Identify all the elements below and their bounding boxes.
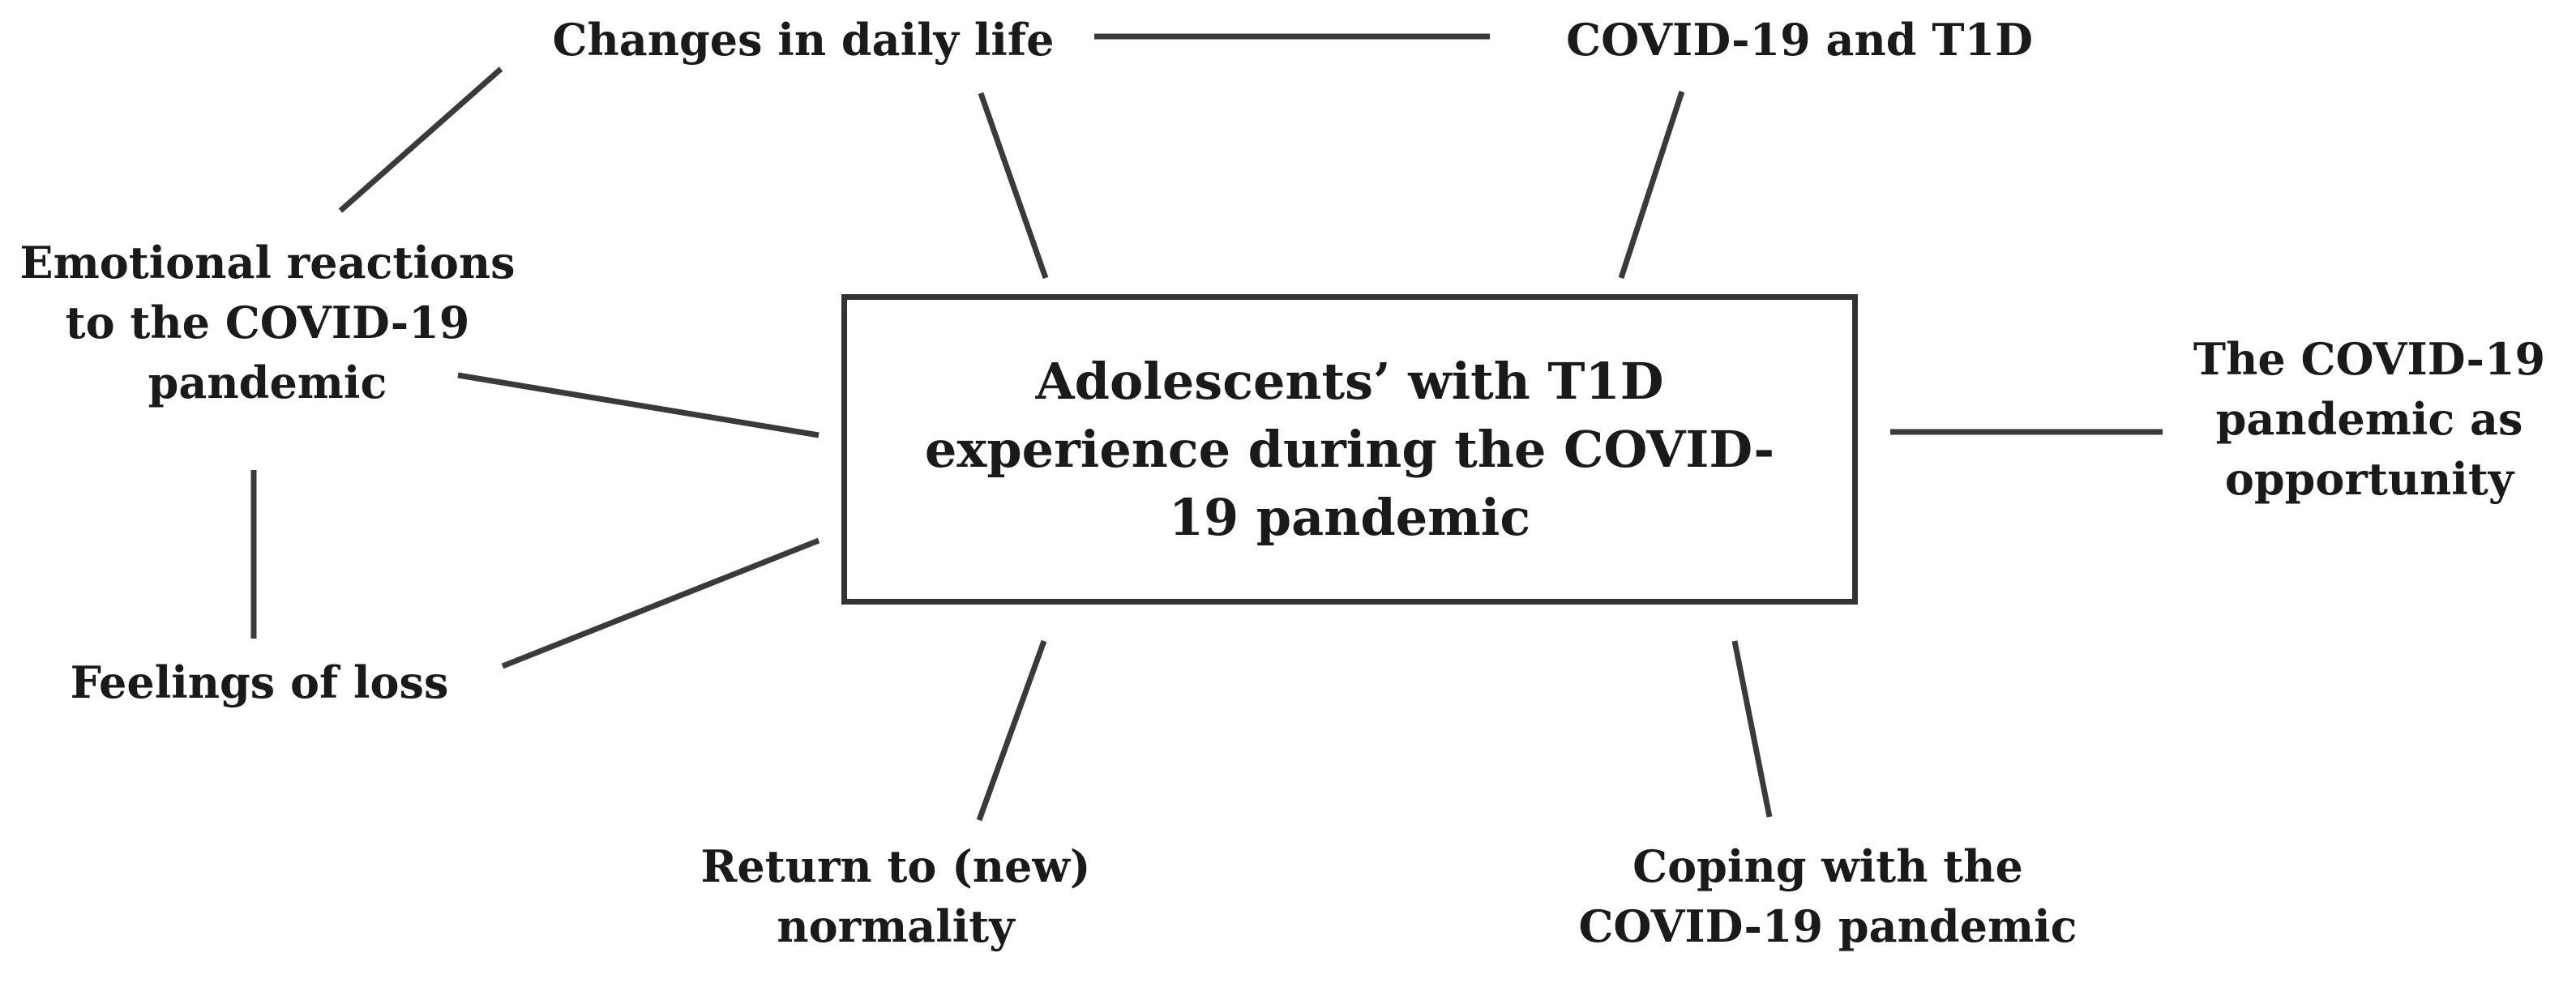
connector-covid-t1d-to-center	[1618, 90, 1685, 280]
connector-feelings-to-center	[501, 537, 820, 669]
node-line: pandemic as	[2215, 393, 2523, 445]
node-line: to the COVID-19	[65, 297, 470, 348]
node-line: normality	[777, 900, 1015, 952]
node-opportunity: The COVID-19 pandemic as opportunity	[2163, 329, 2576, 509]
node-feelings-loss: Feelings of loss	[32, 652, 486, 712]
node-line: Return to (new)	[700, 840, 1091, 892]
central-theme-line: 19 pandemic	[1168, 487, 1531, 547]
node-covid-t1d: COVID-19 and T1D	[1508, 10, 2091, 70]
connector-center-to-coping	[1731, 640, 1773, 818]
connector-center-to-return	[976, 639, 1047, 822]
node-line: Feelings of loss	[70, 656, 449, 708]
connector-daily-life-to-center	[978, 92, 1049, 280]
node-line: The COVID-19	[2193, 333, 2546, 385]
connector-emotional-to-center	[457, 372, 819, 438]
node-changes-daily-life: Changes in daily life	[516, 10, 1091, 70]
node-line: Changes in daily life	[552, 14, 1055, 66]
node-return-normality: Return to (new) normality	[669, 836, 1123, 956]
node-coping: Coping with the COVID-19 pandemic	[1544, 836, 2112, 956]
node-line: COVID-19 and T1D	[1566, 14, 2033, 66]
connector-daily-life-to-emotional	[338, 66, 503, 213]
node-line: Emotional reactions	[19, 237, 516, 288]
central-theme-box: Adolescents’ with T1D experience during …	[841, 294, 1858, 605]
node-line: Coping with the	[1632, 840, 2023, 892]
node-line: pandemic	[148, 357, 387, 408]
node-emotional-reactions: Emotional reactions to the COVID-19 pand…	[0, 233, 535, 412]
node-line: opportunity	[2224, 453, 2514, 505]
central-theme-line: Adolescents’ with T1D	[1035, 351, 1664, 411]
central-theme-line: experience during the COVID-	[924, 419, 1775, 479]
central-theme-text: Adolescents’ with T1D experience during …	[925, 348, 1774, 552]
node-line: COVID-19 pandemic	[1578, 900, 2077, 952]
